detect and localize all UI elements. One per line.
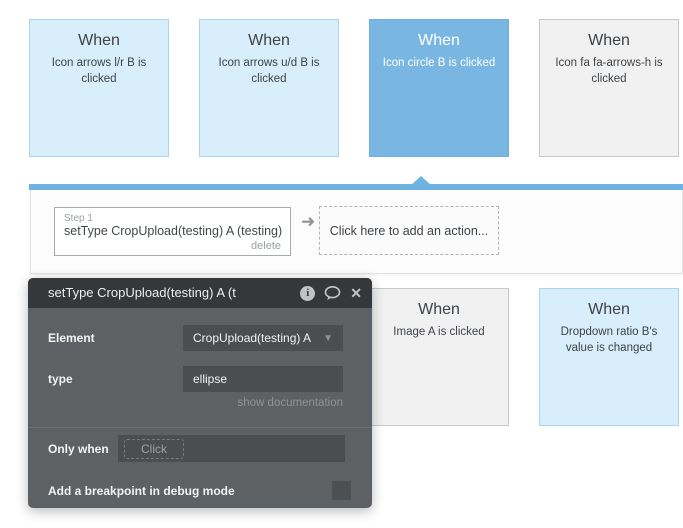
step-number-label: Step 1 — [64, 213, 93, 224]
event-card-title: When — [418, 32, 460, 49]
event-card-subtitle: Dropdown ratio B's value is changed — [560, 326, 658, 354]
event-card-icon-arrows-ud[interactable]: When Icon arrows u/d B is clicked — [199, 19, 339, 157]
only-when-input[interactable]: Click — [118, 435, 345, 462]
event-card-icon-fa-arrows-h[interactable]: When Icon fa fa-arrows-h is clicked — [539, 19, 679, 157]
chevron-down-icon: ▼ — [323, 332, 333, 344]
event-card-title: When — [588, 32, 630, 49]
step-1-action-box[interactable]: Step 1 setType CropUpload(testing) A (te… — [54, 207, 291, 256]
event-card-subtitle: Icon fa fa-arrows-h is clicked — [555, 57, 663, 85]
event-card-icon-arrows-lr[interactable]: When Icon arrows l/r B is clicked — [29, 19, 169, 157]
step-action-title: setType CropUpload(testing) A (testing) — [64, 224, 283, 238]
show-documentation-link[interactable]: show documentation — [237, 397, 343, 409]
add-action-button[interactable]: Click here to add an action... — [319, 206, 499, 255]
event-card-subtitle: Icon arrows l/r B is clicked — [51, 57, 147, 85]
event-card-title: When — [588, 301, 630, 318]
event-card-dropdown-ratio[interactable]: When Dropdown ratio B's value is changed — [539, 288, 679, 426]
action-panel: Step 1 setType CropUpload(testing) A (te… — [30, 190, 683, 274]
selected-event-pointer — [411, 176, 431, 185]
type-label: type — [48, 372, 73, 386]
comment-bubble-icon[interactable] — [324, 285, 341, 301]
event-card-subtitle: Icon circle B is clicked — [382, 57, 496, 69]
event-card-title: When — [418, 301, 460, 318]
close-icon[interactable]: ✕ — [350, 284, 362, 301]
breakpoint-label: Add a breakpoint in debug mode — [48, 484, 235, 498]
event-card-title: When — [248, 32, 290, 49]
event-card-icon-circle-selected[interactable]: When Icon circle B is clicked — [369, 19, 509, 157]
popup-divider — [28, 427, 372, 428]
event-card-subtitle: Image A is clicked — [393, 326, 485, 338]
event-card-subtitle: Icon arrows u/d B is clicked — [218, 57, 320, 85]
only-when-placeholder: Click — [124, 438, 184, 459]
action-editor-popup: setType CropUpload(testing) A (t i ✕ Ele… — [28, 278, 372, 508]
breakpoint-checkbox[interactable] — [332, 481, 351, 500]
type-input[interactable] — [183, 366, 343, 392]
delete-action-link[interactable]: delete — [251, 240, 281, 252]
popup-header[interactable]: setType CropUpload(testing) A (t i ✕ — [28, 278, 372, 308]
element-label: Element — [48, 331, 95, 345]
flow-bar — [29, 184, 683, 190]
info-icon[interactable]: i — [300, 285, 316, 301]
popup-header-icons: i ✕ — [300, 278, 362, 308]
event-card-image-a[interactable]: When Image A is clicked — [369, 288, 509, 426]
element-dropdown[interactable]: CropUpload(testing) A ▼ — [183, 325, 343, 351]
element-dropdown-value: CropUpload(testing) A — [193, 331, 312, 345]
event-card-title: When — [78, 32, 120, 49]
only-when-label: Only when — [48, 442, 109, 456]
next-step-arrow-icon: ➜ — [301, 212, 316, 231]
popup-title: setType CropUpload(testing) A (t — [48, 285, 236, 300]
